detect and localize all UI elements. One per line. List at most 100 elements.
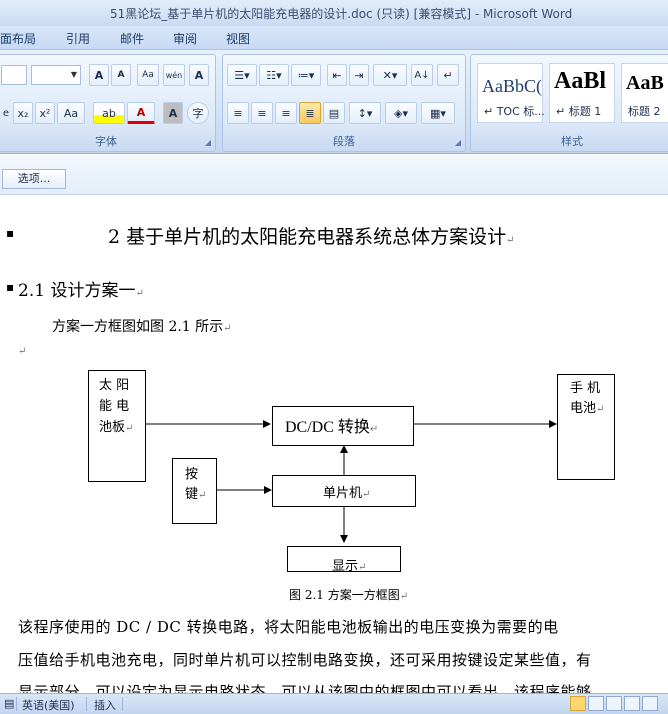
list-marker: ▪ [6, 280, 15, 294]
status-divider [122, 697, 123, 711]
dcdc-label: DC/DC 转换 [285, 419, 370, 436]
language-status[interactable]: 英语(美国) [22, 699, 75, 712]
justify-button[interactable]: ≣ [299, 102, 321, 124]
tab-mailings[interactable]: 邮件 [120, 32, 145, 46]
proofing-icon[interactable]: ▤ [4, 697, 15, 710]
paragraph-mark: ↵ [18, 346, 27, 357]
window-title: 51黑论坛_基于单片机的太阳能充电器的设计.doc (只读) [兼容模式] - … [110, 7, 573, 21]
bullets-button[interactable]: ☰▾ [227, 64, 257, 86]
decrease-indent-button[interactable]: ⇤ [327, 64, 347, 86]
dcdc-converter-box: DC/DC 转换↵ [272, 406, 414, 446]
style-heading-1[interactable]: AaBl ↵ 标题 1 [549, 63, 615, 123]
borders-button[interactable]: ▦▾ [421, 102, 455, 124]
heading-2: 2.1 设计方案一↵ [18, 276, 144, 301]
tab-page-layout[interactable]: 面布局 [0, 32, 37, 46]
styles-group: AaBbC( ↵ TOC 标... AaBl ↵ 标题 1 AaB 标题 2 样… [470, 54, 668, 152]
key-box: 按 键↵ [172, 458, 217, 524]
styles-group-label: 样式 [561, 135, 583, 148]
mcu-box: 单片机↵ [272, 475, 416, 507]
caption-text: 图 2.1 方案一方框图 [289, 588, 400, 602]
tab-references[interactable]: 引用 [66, 32, 91, 46]
key-label-line: 按 [185, 467, 199, 482]
strikethrough-icon[interactable]: e [2, 107, 10, 119]
change-case-button[interactable]: Aa [57, 102, 85, 124]
phone-battery-label-line: 电池↵ [570, 401, 605, 416]
align-left-button[interactable]: ≡ [227, 102, 249, 124]
shrink-font-button[interactable]: A [111, 64, 131, 86]
multilevel-list-button[interactable]: ≔▾ [291, 64, 321, 86]
heading-1-text: 2 基于单片机的太阳能充电器系统总体方案设计 [108, 226, 507, 248]
chevron-down-icon: ▼ [70, 70, 77, 79]
display-label: 显示 [332, 559, 359, 572]
numbering-button[interactable]: ☷▾ [259, 64, 289, 86]
solar-panel-label-line: 池板↵ [99, 420, 134, 435]
insert-mode-status[interactable]: 插入 [94, 699, 116, 712]
key-label-line: 键↵ [185, 487, 207, 502]
display-box: 显示↵ [287, 546, 401, 572]
align-center-button[interactable]: ≡ [251, 102, 273, 124]
increase-indent-button[interactable]: ⇥ [349, 64, 369, 86]
style-toc[interactable]: AaBbC( ↵ TOC 标... [477, 63, 545, 123]
heading-2-text: 2.1 设计方案一 [18, 281, 136, 301]
enclose-char-button[interactable]: 字 [187, 102, 209, 124]
paragraph-mark: ↵ [223, 323, 232, 334]
font-name-combo[interactable] [1, 65, 27, 85]
title-bar: 51黑论坛_基于单片机的太阳能充电器的设计.doc (只读) [兼容模式] - … [0, 0, 668, 26]
figure-caption: 图 2.1 方案一方框图↵ [289, 588, 409, 602]
char-shading-button[interactable]: A [163, 102, 183, 124]
superscript-button[interactable]: x² [35, 102, 55, 124]
phone-battery-box: 手 机 电池↵ [557, 374, 615, 480]
status-bar: ▤ 英语(美国) 插入 [0, 693, 668, 714]
solar-panel-label-line: 能 电 [99, 399, 130, 414]
subscript-button[interactable]: x₂ [13, 102, 33, 124]
body-line: 显示部分，可以设定为显示电路状态，可以从该图中的框图中可以看出，该程序能够 [18, 683, 592, 693]
style-sample: AaBl [554, 68, 607, 94]
clear-format-button[interactable]: Aa [137, 64, 159, 86]
font-group: ▼ A A Aa wén A e x₂ x² Aa ab A A 字 字体 ◢ [0, 54, 216, 152]
paragraph-group-label: 段落 [333, 135, 355, 148]
phonetic-guide-button[interactable]: wén [163, 64, 185, 86]
outline-view-button[interactable] [624, 696, 640, 711]
document-page[interactable]: ▪ 2 基于单片机的太阳能充电器系统总体方案设计↵ ▪ 2.1 设计方案一↵ 方… [0, 196, 668, 693]
ribbon: ▼ A A Aa wén A e x₂ x² Aa ab A A 字 字体 ◢ … [0, 50, 668, 154]
sort-button[interactable]: A↓ [411, 64, 433, 86]
style-heading-2[interactable]: AaB 标题 2 [621, 63, 668, 123]
phone-battery-label-line: 手 机 [570, 381, 601, 396]
style-name: 标题 2 [628, 105, 661, 118]
web-layout-view-button[interactable] [606, 696, 622, 711]
style-name: ↵ TOC 标... [484, 105, 545, 118]
line-spacing-button[interactable]: ↕▾ [349, 102, 381, 124]
ribbon-tabs: 面布局 引用 邮件 审阅 视图 [0, 26, 668, 50]
chinese-layout-button[interactable]: ✕▾ [373, 64, 407, 86]
font-size-combo[interactable]: ▼ [31, 65, 81, 85]
heading-1: 2 基于单片机的太阳能充电器系统总体方案设计↵ [108, 222, 515, 249]
paragraph-mark: ↵ [506, 235, 515, 246]
paragraph-group: ☰▾ ☷▾ ≔▾ ⇤ ⇥ ✕▾ A↓ ↵ ≡ ≡ ≡ ≣ ▤ ↕▾ ◈▾ ▦▾ … [222, 54, 466, 152]
mcu-label: 单片机 [323, 486, 363, 501]
style-sample: AaB [626, 72, 664, 94]
draft-view-button[interactable] [642, 696, 658, 711]
paragraph-mark: ↵ [135, 288, 144, 299]
intro-text: 方案一方框图如图 2.1 所示 [52, 319, 224, 335]
print-layout-view-button[interactable] [570, 696, 586, 711]
shading-button[interactable]: ◈▾ [385, 102, 417, 124]
full-screen-reading-view-button[interactable] [588, 696, 604, 711]
style-name: ↵ 标题 1 [556, 105, 602, 118]
highlight-button[interactable]: ab [93, 102, 125, 124]
tab-view[interactable]: 视图 [226, 32, 251, 46]
font-color-button[interactable]: A [127, 102, 155, 124]
status-divider [16, 697, 17, 711]
distributed-button[interactable]: ▤ [323, 102, 345, 124]
dialog-launcher-icon[interactable]: ◢ [454, 138, 461, 147]
options-button[interactable]: 选项... [2, 169, 66, 189]
solar-panel-box: 太 阳 能 电 池板↵ [88, 370, 146, 482]
align-right-button[interactable]: ≡ [275, 102, 297, 124]
tab-review[interactable]: 审阅 [173, 32, 198, 46]
body-line: 该程序使用的 DC / DC 转换电路，将太阳能电池板输出的电压变换为需要的电 [18, 618, 559, 636]
char-border-button[interactable]: A [189, 64, 209, 86]
status-divider [86, 697, 87, 711]
intro-paragraph: 方案一方框图如图 2.1 所示↵ [52, 316, 232, 336]
dialog-launcher-icon[interactable]: ◢ [204, 138, 211, 147]
grow-font-button[interactable]: A [89, 64, 109, 86]
show-marks-button[interactable]: ↵ [437, 64, 459, 86]
